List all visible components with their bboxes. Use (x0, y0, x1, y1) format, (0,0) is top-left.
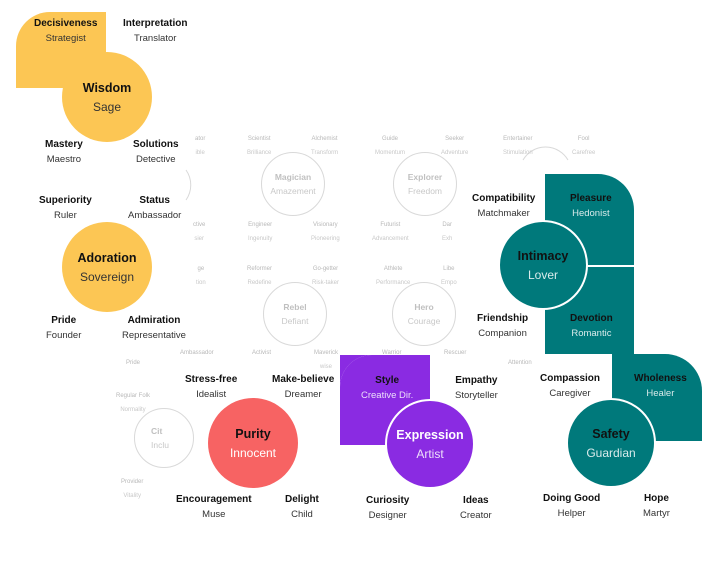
citizen-circle: Cit Inclu (134, 408, 194, 468)
adoration-title: Adoration (77, 250, 137, 265)
hero-title: Hero (414, 302, 434, 312)
faint-label: Attention (508, 360, 532, 366)
rebel-circle: Rebel Defiant (263, 282, 327, 346)
magician-archetype: Amazement (270, 186, 316, 196)
explorer-title: Explorer (407, 172, 443, 182)
hero-archetype: Courage (407, 316, 441, 326)
expression-archetype: Artist (416, 446, 444, 461)
adoration-circle: Adoration Sovereign (62, 222, 152, 312)
purity-archetype: Innocent (229, 445, 277, 460)
explorer-archetype: Freedom (407, 186, 442, 196)
intimacy-archetype: Lover (527, 267, 559, 282)
faint-arc-left (185, 169, 192, 201)
purity-circle: Purity Innocent (208, 398, 298, 488)
intimacy-title: Intimacy (517, 248, 569, 263)
expression-shape-corner (340, 355, 372, 387)
citizen-title: Cit (151, 426, 163, 436)
hero-circle: Hero Courage (392, 282, 456, 346)
intimacy-circle: Intimacy Lover (498, 220, 588, 310)
intimacy-shape (545, 174, 634, 354)
expression-circle: Expression Artist (385, 399, 475, 489)
faint-label: Rescuer (444, 350, 467, 356)
faint-label: Pride (126, 360, 141, 366)
wisdom-circle: Wisdom Sage (62, 52, 152, 142)
faint-label: Ambassador (180, 350, 214, 356)
purity-title: Purity (235, 426, 271, 441)
rebel-archetype: Defiant (281, 316, 309, 326)
faint-label: Warrior (382, 350, 402, 356)
faint-label: Activist (252, 350, 272, 356)
safety-title: Safety (592, 426, 630, 441)
magician-title: Magician (274, 172, 312, 182)
expression-title: Expression (396, 427, 464, 442)
rebel-title: Rebel (283, 302, 307, 312)
wisdom-archetype: Sage (92, 99, 122, 114)
wisdom-title: Wisdom (82, 80, 132, 95)
magician-circle: Magician Amazement (261, 152, 325, 216)
safety-archetype: Guardian (586, 445, 636, 460)
adoration-archetype: Sovereign (79, 269, 135, 284)
explorer-circle: Explorer Freedom (393, 152, 457, 216)
faint-arc-jester (522, 146, 569, 161)
citizen-archetype: Inclu (151, 440, 169, 450)
safety-circle: Safety Guardian (566, 398, 656, 488)
